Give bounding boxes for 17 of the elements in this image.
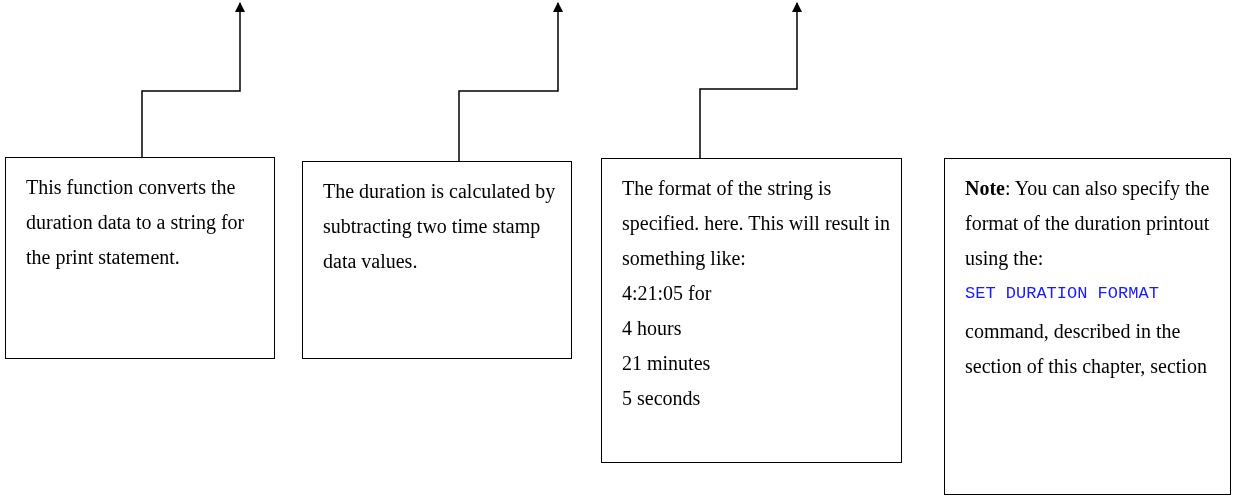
- leader-arrow: [699, 2, 802, 159]
- code-text: SET DURATION FORMAT: [965, 283, 1160, 305]
- callout-box: [601, 158, 902, 463]
- callout-box: [302, 161, 572, 359]
- callout-text: This function converts the duration data to a string for the print statement.: [26, 175, 246, 271]
- callout-text: Note: You can also specify the format of the duration printout using the:: [965, 176, 1211, 272]
- callout-text: The duration is calculated by subtracting two time stamp data values.: [323, 179, 557, 274]
- leader-arrow: [458, 2, 563, 162]
- callout-text: 21 minutes: [622, 351, 712, 376]
- callout-box: [944, 158, 1231, 495]
- callout-text: The format of the string is specified. here. This will result in something like:: [622, 176, 891, 272]
- callout-text: 4 hours: [622, 316, 683, 341]
- leader-arrow: [141, 2, 245, 158]
- callout-text: 5 seconds: [622, 386, 702, 411]
- callout-box: [5, 157, 275, 359]
- callout-text: 4:21:05 for: [622, 281, 713, 306]
- callout-text: command, described in the section of this chapter, section: [965, 319, 1208, 380]
